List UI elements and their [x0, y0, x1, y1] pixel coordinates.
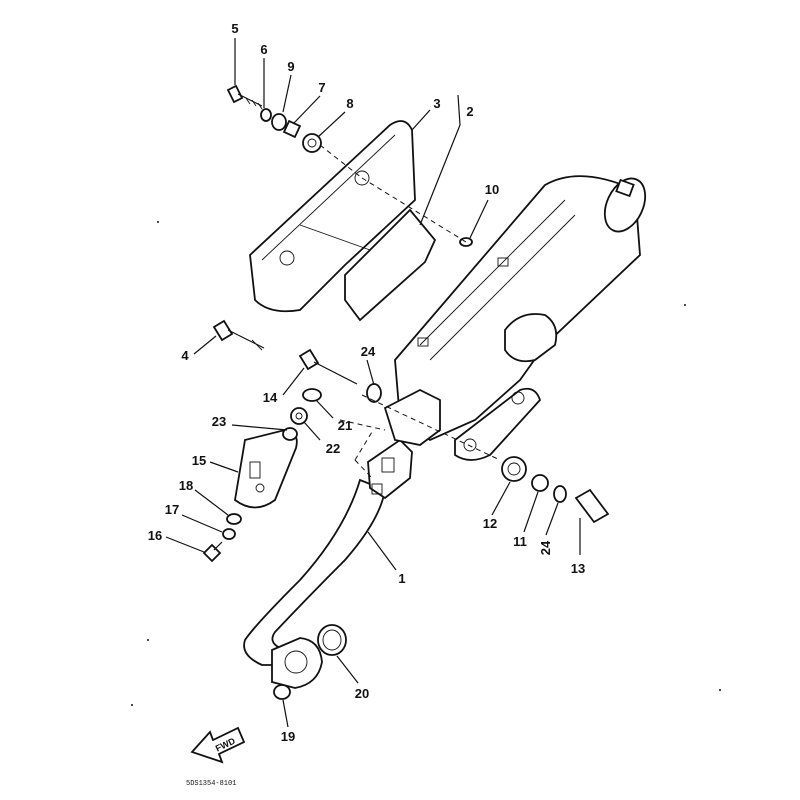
- callout-19: 19: [281, 729, 295, 744]
- callout-17: 17: [165, 502, 179, 517]
- leader-lines: [165, 38, 581, 728]
- callout-11: 11: [513, 534, 527, 549]
- callout-21: 21: [338, 418, 352, 433]
- callout-13: 13: [571, 561, 585, 576]
- callout-9: 9: [287, 59, 294, 74]
- callout-numbers: 5 6 9 7 8 3 2 10 4 24 14 21 22 23 15 18 …: [148, 21, 585, 744]
- callout-7: 7: [318, 80, 325, 95]
- small-parts: [202, 84, 610, 700]
- callout-2: 2: [466, 104, 473, 119]
- callout-24-lower: 24: [538, 540, 553, 555]
- exhaust-pipe: [243, 388, 441, 689]
- callout-10: 10: [485, 182, 499, 197]
- muffler-body: [394, 175, 647, 461]
- diagram-code: 5DS1354-8101: [186, 780, 236, 788]
- callout-12: 12: [483, 516, 497, 531]
- callout-23: 23: [212, 414, 226, 429]
- callout-18: 18: [179, 478, 193, 493]
- dashed-alignment-lines: [319, 144, 501, 479]
- callout-3: 3: [433, 96, 440, 111]
- callout-5: 5: [231, 21, 238, 36]
- callout-24-upper: 24: [361, 344, 376, 359]
- callout-8: 8: [346, 96, 353, 111]
- callout-22: 22: [326, 441, 340, 456]
- callout-6: 6: [260, 42, 267, 57]
- callout-15: 15: [192, 453, 206, 468]
- callout-16: 16: [148, 528, 162, 543]
- callout-14: 14: [263, 390, 278, 405]
- fwd-direction-arrow: FWD: [190, 726, 246, 764]
- callout-1: 1: [398, 571, 405, 586]
- callout-4: 4: [181, 348, 189, 363]
- callout-20: 20: [355, 686, 369, 701]
- heat-shield: [249, 120, 437, 322]
- bracket: [234, 429, 298, 509]
- print-specks: [131, 221, 721, 706]
